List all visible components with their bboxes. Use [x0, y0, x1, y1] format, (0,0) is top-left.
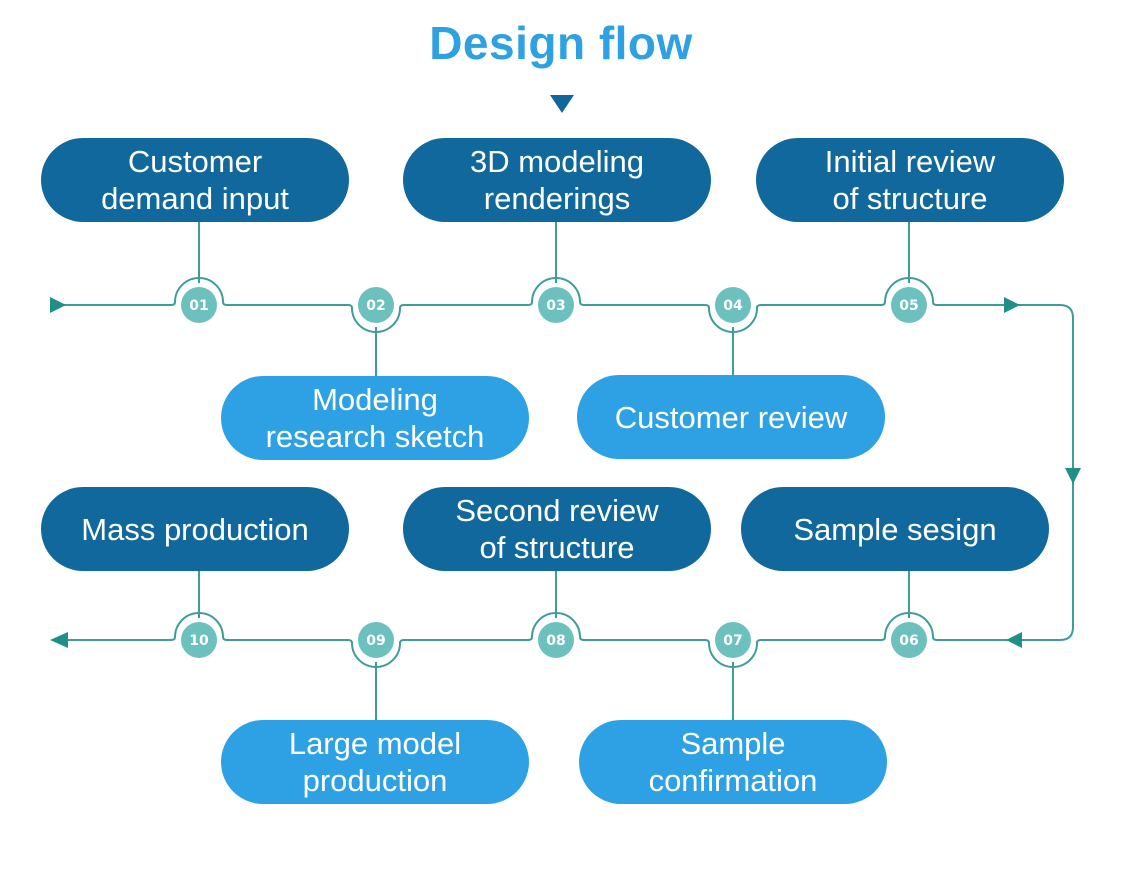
step-label-line: Customer [127, 144, 263, 179]
node-circle [715, 622, 751, 658]
step-label-line: Mass production [81, 511, 309, 547]
step-label-line: renderings [483, 181, 631, 216]
step-node-09: 09 [347, 622, 405, 720]
node-ring [704, 304, 762, 333]
node-ring [880, 277, 938, 306]
step-label-line: of structure [832, 181, 988, 216]
step-label-line: confirmation [648, 763, 818, 798]
step-node-04: 04 [704, 287, 762, 375]
node-circle [538, 287, 574, 323]
step-label-line: Large model [288, 726, 462, 761]
node-circle [358, 622, 394, 658]
step-label-line: production [302, 763, 448, 798]
step-box-04: Customer review [577, 375, 885, 459]
node-number: 05 [899, 298, 918, 314]
step-node-03: 03 [527, 222, 585, 323]
step-label-line: 3D modeling [469, 144, 645, 179]
node-ring [704, 639, 762, 668]
step-node-07: 07 [704, 622, 762, 720]
node-ring [527, 277, 585, 306]
node-number: 10 [189, 633, 209, 649]
node-number: 01 [189, 298, 208, 314]
node-circle [715, 287, 751, 323]
step-label-line: Sample [680, 726, 786, 761]
node-circle [181, 622, 217, 658]
node-number: 09 [366, 633, 385, 649]
node-number: 02 [366, 298, 385, 314]
step-box-10: Mass production [41, 487, 349, 571]
row-2-entry-arrow-icon [1006, 632, 1022, 648]
step-node-06: 06 [880, 571, 938, 658]
start-arrow-icon [550, 95, 574, 113]
step-node-01: 01 [170, 222, 228, 323]
step-node-08: 08 [527, 571, 585, 658]
row-2-end-arrow-icon [50, 632, 68, 648]
step-label-line: of structure [479, 530, 635, 565]
node-ring [170, 277, 228, 306]
step-node-10: 10 [170, 571, 228, 658]
node-ring [170, 612, 228, 641]
node-ring [347, 639, 405, 668]
step-label-line: Initial review [824, 144, 996, 179]
node-number: 06 [899, 633, 918, 649]
node-ring [880, 612, 938, 641]
node-circle [891, 287, 927, 323]
node-circle [181, 287, 217, 323]
node-circle [891, 622, 927, 658]
node-number: 04 [723, 298, 743, 314]
step-label-line: research sketch [265, 419, 485, 454]
node-number: 07 [723, 633, 742, 649]
step-label-line: Modeling [312, 382, 438, 417]
node-number: 08 [546, 633, 565, 649]
node-ring [527, 612, 585, 641]
step-label-line: demand input [101, 181, 289, 216]
step-label-line: Customer review [614, 399, 848, 435]
row-1-start-arrow-icon [50, 297, 66, 313]
node-circle [538, 622, 574, 658]
node-circle [358, 287, 394, 323]
step-label-line: Sample sesign [793, 511, 997, 547]
diagram-title: Design flow [429, 17, 693, 69]
row-1-end-arrow-icon [1004, 297, 1020, 313]
step-node-02: 02 [347, 287, 405, 376]
node-ring [347, 304, 405, 333]
step-box-06: Sample sesign [741, 487, 1049, 571]
connector-down-arrow-icon [1065, 468, 1081, 484]
step-label-line: Second review [455, 493, 659, 528]
node-number: 03 [546, 298, 565, 314]
step-node-05: 05 [880, 222, 938, 323]
